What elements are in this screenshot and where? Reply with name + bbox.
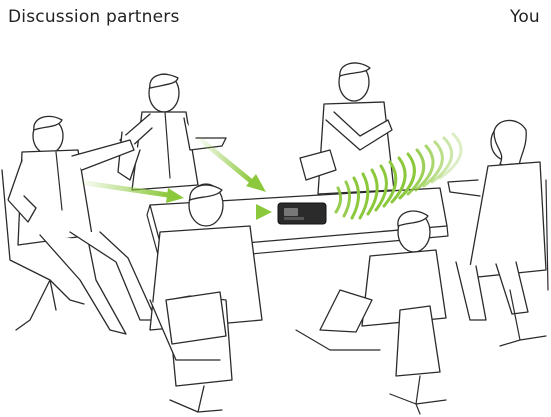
chair-front-center: [165, 291, 227, 345]
partner-seated-far-left: [1, 115, 157, 335]
discussion-partners-label: Discussion partners: [8, 7, 180, 27]
arrow-icon: [193, 133, 266, 192]
sound-wave-icon: [334, 132, 463, 220]
partner-crossed-arms: [299, 62, 395, 195]
partner-standing-left: [117, 73, 227, 191]
arrow-icon: [75, 179, 184, 203]
you-label: You: [510, 7, 540, 27]
partner-front-right: [295, 210, 447, 415]
you-person: [447, 119, 549, 347]
sound-arrows: [75, 133, 272, 220]
arrow-icon: [217, 204, 272, 220]
microphone-device-icon: [277, 202, 327, 225]
